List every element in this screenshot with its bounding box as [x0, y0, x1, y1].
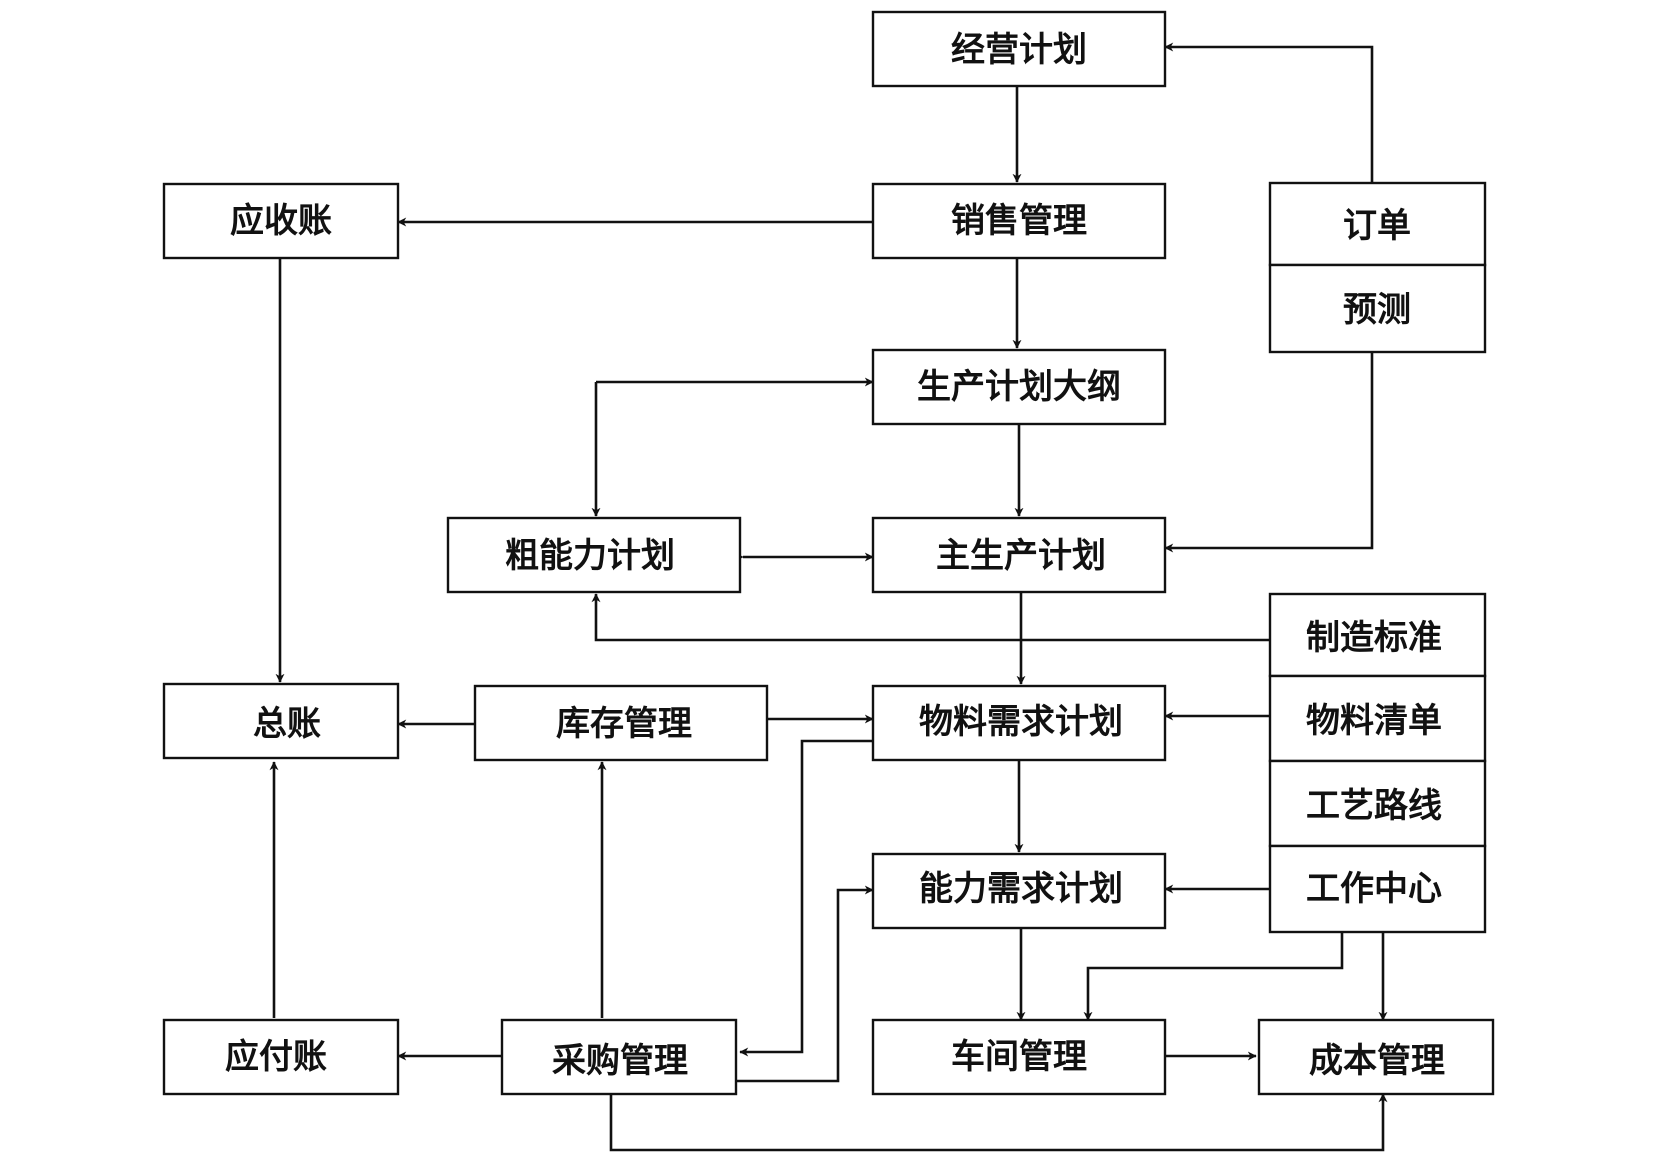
- node-label: 预测: [1343, 290, 1411, 330]
- node-label: 工艺路线: [1306, 786, 1442, 826]
- node-production-plan-outline[interactable]: 生产计划大纲: [871, 348, 1167, 426]
- node-label: 应付账: [225, 1037, 327, 1077]
- node-workshop-management[interactable]: 车间管理: [871, 1018, 1167, 1096]
- node-capacity-requirements-plan[interactable]: 能力需求计划: [871, 852, 1167, 930]
- node-label: 销售管理: [951, 201, 1087, 241]
- node-forecast[interactable]: 预测: [1268, 263, 1487, 354]
- node-work-center[interactable]: 工作中心: [1268, 844, 1487, 934]
- node-label: 主生产计划: [936, 536, 1106, 576]
- node-label: 粗能力计划: [505, 536, 675, 576]
- node-manufacturing-standards[interactable]: 制造标准: [1268, 592, 1487, 678]
- node-general-ledger[interactable]: 总账: [162, 682, 400, 760]
- edge-mrp-to-purchasing: [739, 739, 873, 1057]
- node-rough-capacity-plan[interactable]: 粗能力计划: [446, 516, 742, 594]
- node-accounts-payable[interactable]: 应付账: [162, 1018, 400, 1096]
- node-label: 物料清单: [1306, 701, 1442, 741]
- node-label: 车间管理: [951, 1037, 1087, 1077]
- node-inventory-management[interactable]: 库存管理: [473, 684, 769, 762]
- node-label: 采购管理: [552, 1041, 688, 1081]
- edge-work-center-to-workshop: [1083, 932, 1344, 1021]
- node-label: 能力需求计划: [919, 869, 1123, 909]
- node-bill-of-materials[interactable]: 物料清单: [1268, 674, 1487, 763]
- node-label: 总账: [253, 704, 321, 744]
- node-label: 经营计划: [951, 30, 1087, 70]
- node-sales-management[interactable]: 销售管理: [871, 182, 1167, 260]
- node-business-plan[interactable]: 经营计划: [871, 10, 1167, 88]
- edge-standards-to-rough-capacity: [591, 593, 1270, 642]
- node-label: 订单: [1343, 206, 1411, 246]
- node-orders[interactable]: 订单: [1268, 181, 1487, 267]
- node-label: 物料需求计划: [919, 702, 1123, 742]
- node-material-requirements-plan[interactable]: 物料需求计划: [871, 684, 1167, 762]
- nodes: 经营计划 销售管理 应收账 订单 预测 生产计划大纲 粗能力计划 主生产计划: [162, 10, 1495, 1096]
- edges: [269, 42, 1388, 1152]
- edge-orders-to-business-plan: [1164, 42, 1374, 183]
- node-purchasing-management[interactable]: 采购管理: [500, 1018, 738, 1096]
- edge-purchasing-to-cost: [609, 1093, 1388, 1152]
- node-label: 库存管理: [556, 704, 692, 744]
- node-master-production-schedule[interactable]: 主生产计划: [871, 516, 1167, 594]
- edge-forecast-to-mps: [1164, 352, 1374, 553]
- node-label: 制造标准: [1306, 618, 1442, 658]
- node-accounts-receivable[interactable]: 应收账: [162, 182, 400, 260]
- node-label: 成本管理: [1309, 1041, 1445, 1081]
- node-label: 应收账: [230, 201, 332, 241]
- node-cost-management[interactable]: 成本管理: [1257, 1018, 1495, 1096]
- node-label: 生产计划大纲: [917, 367, 1121, 407]
- edge-purchasing-to-crp: [735, 885, 874, 1083]
- node-process-routing[interactable]: 工艺路线: [1268, 759, 1487, 848]
- node-label: 工作中心: [1306, 869, 1442, 909]
